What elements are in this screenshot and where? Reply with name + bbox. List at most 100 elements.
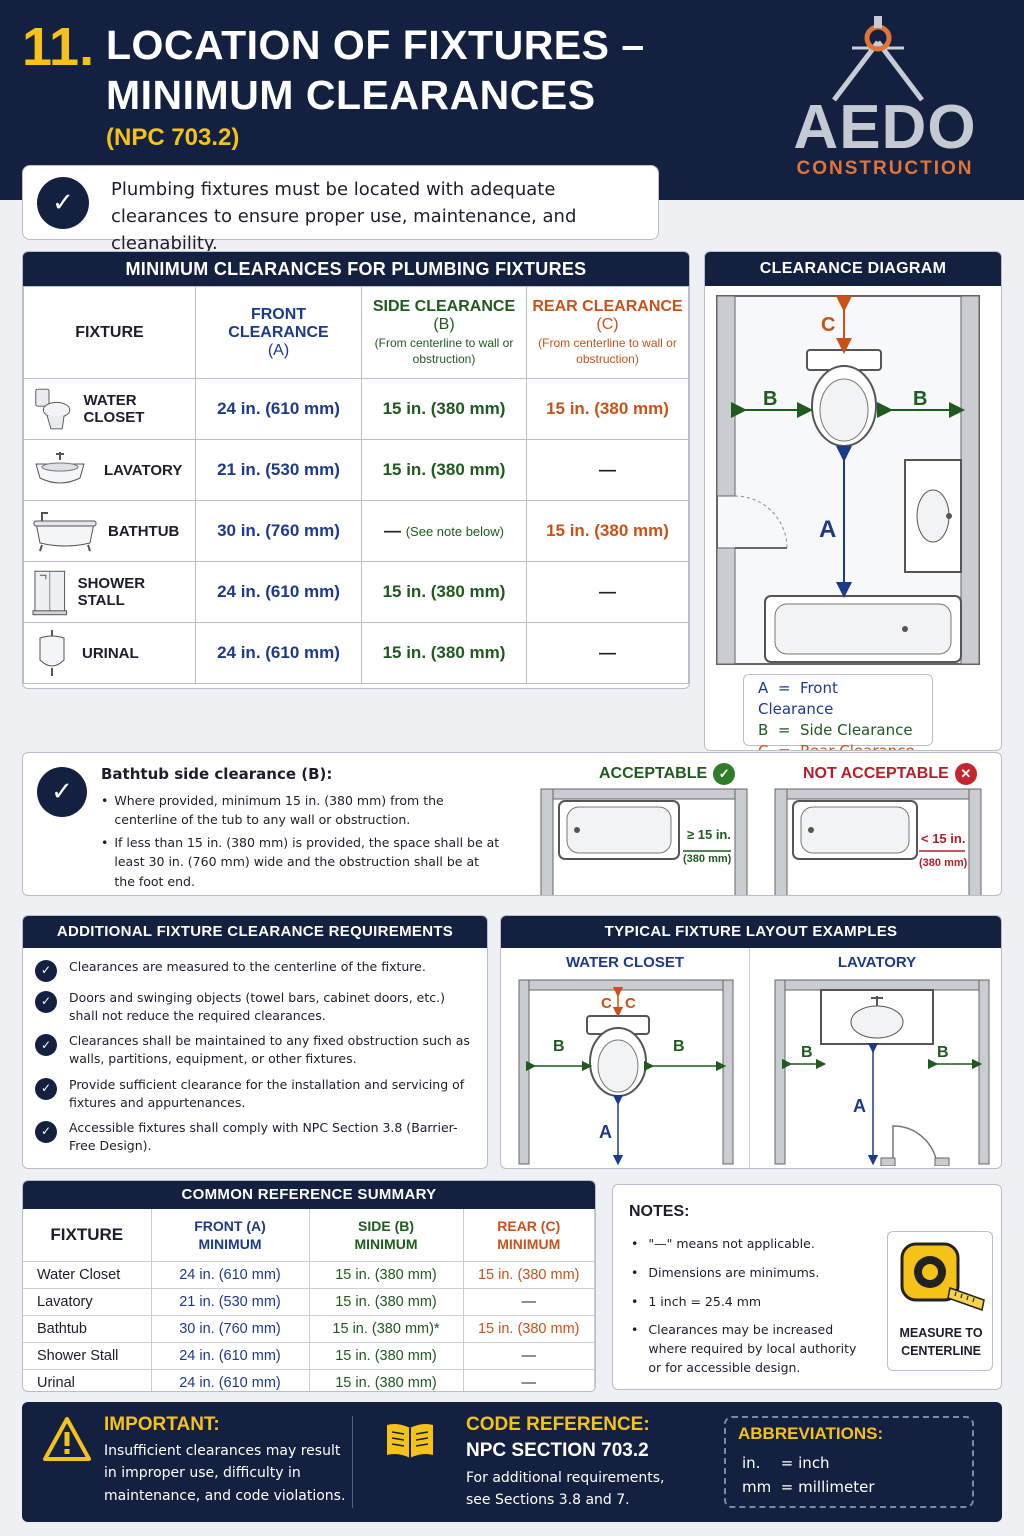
tape-label: MEASURE TO CENTERLINE (899, 1326, 983, 1359)
shower-icon (32, 570, 68, 616)
acceptable-label: ACCEPTABLE ✓ (599, 763, 736, 785)
wc-label-c-left: C (601, 995, 612, 1012)
notes-title: NOTES: (629, 1203, 690, 1220)
additional-title: ADDITIONAL FIXTURE CLEARANCE REQUIREMENT… (23, 916, 487, 948)
notes-list: •"—" means not applicable. •Dimensions a… (631, 1235, 871, 1378)
check-icon: ✓ (35, 1077, 57, 1100)
note-item: •Clearances may be increased where requi… (631, 1322, 857, 1375)
not-acceptable-dim: < 15 in. (921, 831, 966, 846)
lav-label-b-right: B (937, 1044, 949, 1061)
warning-icon (43, 1417, 91, 1461)
not-acceptable-bathtub-diagram (774, 788, 982, 895)
note-item: •1 inch = 25.4 mm (631, 1293, 762, 1309)
wc-layout-diagram (518, 979, 734, 1166)
col-front: FRONT CLEARANCE(A) (195, 286, 362, 379)
list-item: ✓Accessible fixtures shall comply with N… (35, 1119, 473, 1155)
diagram-label-a: A (819, 516, 837, 543)
additional-requirements-panel: ADDITIONAL FIXTURE CLEARANCE REQUIREMENT… (22, 915, 488, 1169)
tape-measure-card: MEASURE TO CENTERLINE (887, 1231, 993, 1371)
section-number: 11. (22, 17, 95, 77)
footer-divider-1 (352, 1416, 353, 1508)
room-plan-diagram (716, 295, 980, 665)
diagram-legend: A = Front Clearance B = Side Clearance C… (743, 674, 933, 750)
sum-col-rear: REAR (C)MINIMUM (463, 1209, 595, 1262)
compass-logo-icon (832, 16, 924, 102)
legend-item-b: B = Side Clearance (758, 721, 913, 739)
abbr-title: ABBREVIATIONS: (738, 1424, 884, 1443)
bathtub-note-title: Bathtub side clearance (B): (101, 765, 333, 783)
col-rear: REAR CLEARANCE(C)(From centerline to wal… (526, 286, 689, 379)
list-item: ✓Clearances are measured to the centerli… (35, 958, 473, 982)
code-ref-section: NPC SECTION 703.2 (466, 1440, 649, 1461)
acceptable-dim: ≥ 15 in. (687, 827, 731, 842)
bathtub-check-icon: ✓ (37, 767, 87, 817)
summary-table: FIXTURE FRONT (A)MINIMUM SIDE (B)MINIMUM… (23, 1209, 595, 1391)
acceptable-bathtub-diagram (540, 788, 748, 895)
wc-label-c-right: C (625, 995, 636, 1012)
footer-banner: IMPORTANT: Insufficient clearances may r… (22, 1402, 1002, 1522)
lav-label-a: A (853, 1096, 866, 1116)
wc-label-b-left: B (553, 1038, 565, 1055)
tape-measure-icon (900, 1242, 985, 1311)
typical-layouts-panel: TYPICAL FIXTURE LAYOUT EXAMPLES WATER CL… (500, 915, 1002, 1169)
main-clearance-table-panel: MINIMUM CLEARANCES FOR PLUMBING FIXTURES… (22, 251, 690, 689)
sum-col-side: SIDE (B)MINIMUM (309, 1209, 464, 1262)
check-icon: ✓ (35, 960, 57, 982)
main-clearance-table: FIXTURE FRONT CLEARANCE(A) SIDE CLEARANC… (23, 286, 689, 684)
table-row: LAVATORY 21 in. (530 mm) 15 in. (380 mm)… (23, 439, 689, 501)
table-row: URINAL 24 in. (610 mm) 15 in. (380 mm) — (23, 622, 689, 684)
acceptable-mm: (380 mm) (683, 853, 732, 865)
not-acceptable-x-icon: ✕ (954, 763, 977, 785)
check-icon: ✓ (35, 1034, 57, 1057)
check-icon: ✓ (35, 1120, 57, 1143)
summary-table-panel: COMMON REFERENCE SUMMARY FIXTURE FRONT (… (22, 1180, 596, 1392)
urinal-icon (39, 630, 65, 676)
code-ref-text: For additional requirements, see Section… (466, 1470, 665, 1508)
note-item: •Dimensions are minimums. (631, 1264, 820, 1280)
abbreviations-box: ABBREVIATIONS: in. = inch mm = millimete… (724, 1416, 974, 1508)
acceptable-check-icon: ✓ (713, 763, 736, 785)
book-icon (387, 1424, 433, 1458)
layout-wc-title: WATER CLOSET (565, 954, 685, 971)
list-item: ✓Clearances shall be maintained to any f… (35, 1032, 473, 1068)
bathtub-icon (33, 512, 97, 552)
bathtub-note-bullet-1: •Where provided, minimum 15 in. (380 mm)… (101, 793, 444, 828)
main-table-title: MINIMUM CLEARANCES FOR PLUMBING FIXTURES (23, 252, 689, 286)
bathtub-note-panel: ✓ Bathtub side clearance (B): •Where pro… (22, 752, 1002, 896)
sum-col-fixture: FIXTURE (23, 1209, 152, 1262)
not-acceptable-mm: (380 mm) (919, 857, 968, 869)
intro-text: Plumbing fixtures must be located with a… (111, 179, 577, 254)
logo-wordmark: AEDO (793, 93, 977, 162)
lavatory-icon (35, 452, 85, 484)
important-text: Insufficient clearances may result in im… (104, 1443, 346, 1504)
table-row: BATHTUB 30 in. (760 mm) — (See note belo… (23, 500, 689, 562)
notes-panel: NOTES: •"—" means not applicable. •Dimen… (612, 1184, 1002, 1390)
list-item: ✓Provide sufficient clearance for the in… (35, 1076, 473, 1112)
lav-label-b-left: B (801, 1044, 813, 1061)
important-title: IMPORTANT: (104, 1414, 220, 1435)
bathtub-note-bullet-2: •If less than 15 in. (380 mm) is provide… (101, 835, 500, 889)
intro-check-icon: ✓ (37, 177, 89, 229)
col-fixture: FIXTURE (23, 286, 196, 379)
wc-label-b-right: B (673, 1038, 685, 1055)
additional-list: ✓Clearances are measured to the centerli… (23, 948, 487, 1155)
page-subtitle: (NPC 703.2) (106, 124, 240, 151)
code-ref-title: CODE REFERENCE: (466, 1414, 650, 1435)
layout-lav-title: LAVATORY (837, 954, 917, 971)
page-title-line2: MINIMUM CLEARANCES (106, 72, 596, 118)
legend-item-a: A = Front Clearance (758, 679, 838, 718)
intro-box: ✓ Plumbing fixtures must be located with… (22, 165, 659, 254)
page-title-line1: LOCATION OF FIXTURES – (106, 22, 645, 68)
diagram-label-c: C (821, 314, 836, 336)
layouts-divider (749, 948, 750, 1168)
check-icon: ✓ (35, 991, 57, 1013)
sum-col-front: FRONT (A)MINIMUM (151, 1209, 310, 1262)
logo-subtitle: CONSTRUCTION (796, 158, 974, 179)
table-row: SHOWER STALL 24 in. (610 mm) 15 in. (380… (23, 561, 689, 623)
table-row: WATER CLOSET 24 in. (610 mm) 15 in. (380… (23, 378, 689, 440)
toilet-icon (35, 388, 71, 430)
